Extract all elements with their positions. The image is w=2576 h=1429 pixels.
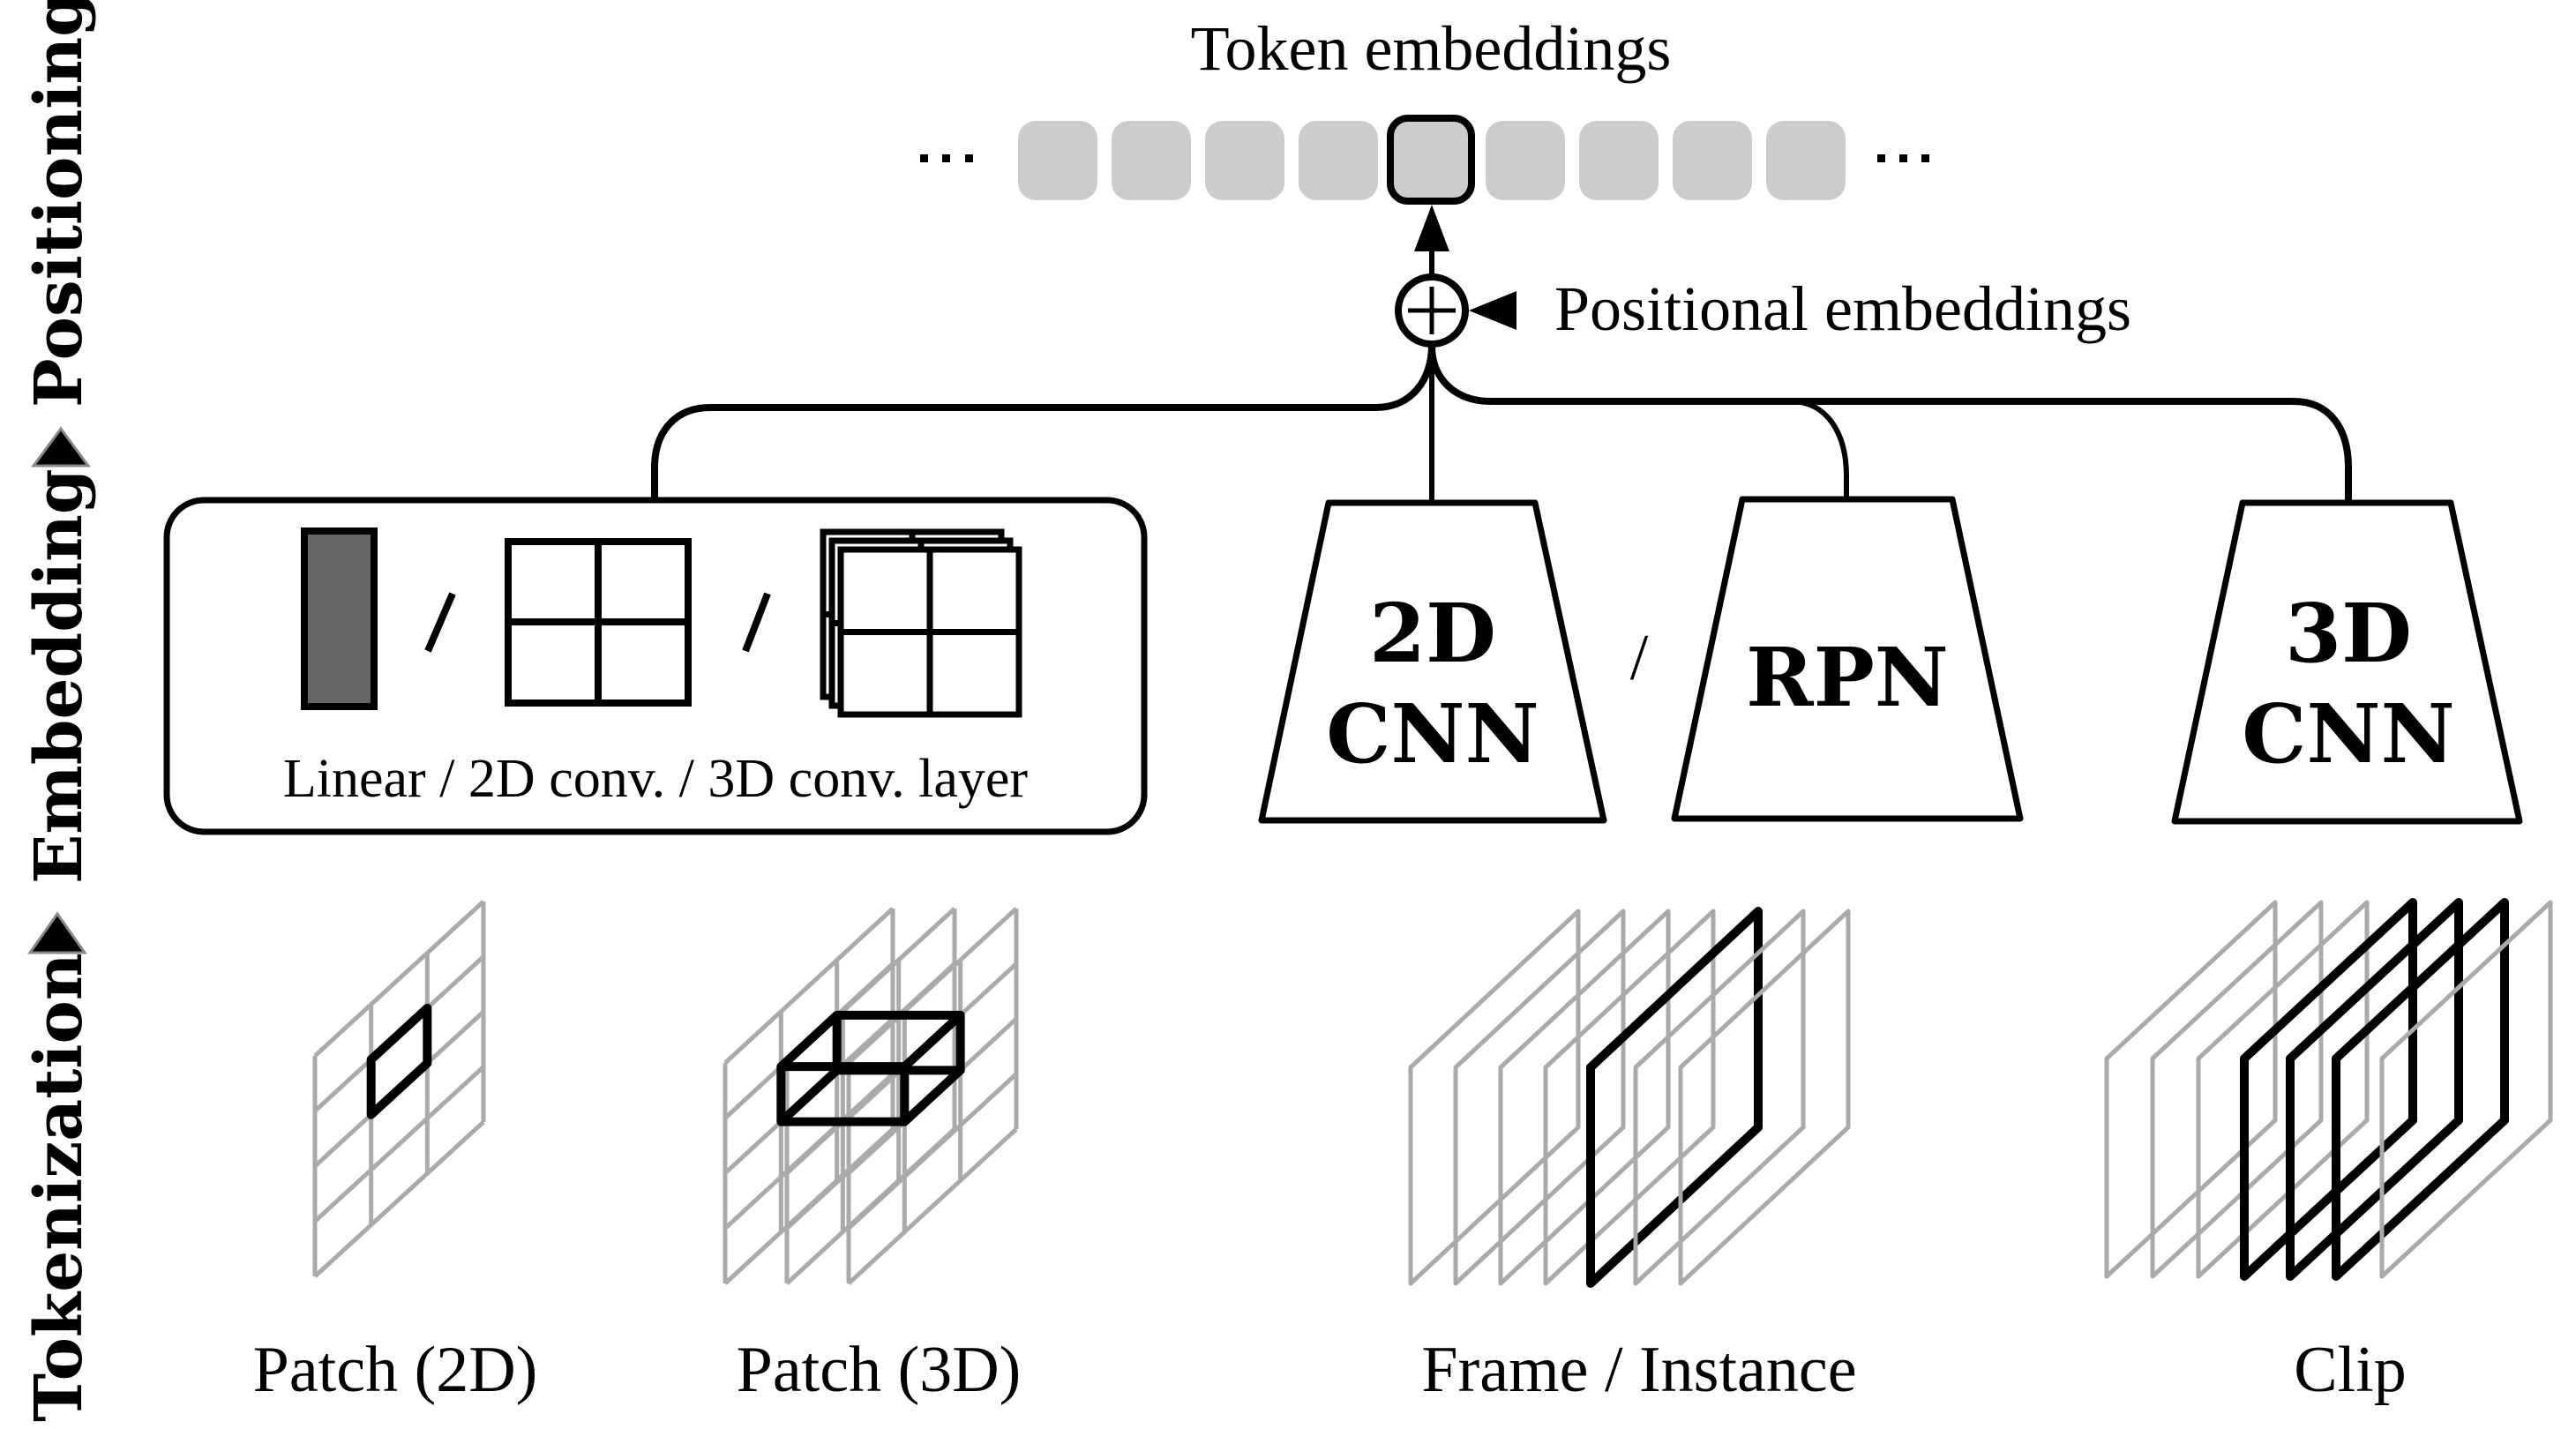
patch-2d-illustration — [312, 900, 486, 1278]
branch-connectors — [651, 342, 2352, 505]
stage-arrow-icon — [27, 911, 87, 954]
arrow-head-icon — [1414, 205, 1449, 251]
linear-layer-icon — [301, 527, 378, 710]
token — [1299, 121, 1378, 200]
ellipsis-left — [920, 154, 973, 162]
frame — [1543, 909, 1716, 1286]
positional-arrow-icon — [1469, 291, 1516, 330]
frame — [1453, 909, 1626, 1286]
conv-3d-layer — [837, 546, 1022, 718]
clip-frame — [2104, 900, 2278, 1279]
clip-frame — [2196, 900, 2370, 1279]
frame — [1633, 909, 1806, 1286]
token-embeddings-title: Token embeddings — [1191, 13, 1672, 84]
stage-label-tokenization: Tokenization — [21, 953, 97, 1422]
token — [1673, 121, 1752, 200]
stage-label-embedding: Embedding — [21, 468, 97, 884]
patch-3d-highlight — [776, 1010, 965, 1126]
frame-instance-illustration — [1408, 907, 1851, 1288]
clip-frame-highlighted — [2286, 898, 2463, 1281]
cnn-separator-slash: / — [1630, 622, 1649, 694]
label-frame-instance: Frame / Instance — [1421, 1334, 1856, 1406]
layer-box: Linear / 2D conv. / 3D conv. layer — [163, 497, 1148, 835]
stage-labels: Positioning Embedding Tokenization — [21, 0, 97, 1422]
label-patch-2d: Patch (2D) — [253, 1334, 538, 1406]
conv-2d-icon — [505, 538, 692, 707]
label-patch-3d: Patch (3D) — [737, 1334, 1022, 1406]
rpn-block: RPN — [1671, 496, 2024, 822]
cnn-3d-label-line1: 3D — [2285, 586, 2412, 681]
token-highlighted — [1387, 115, 1475, 205]
add-operator-icon — [1395, 273, 1469, 348]
token — [1579, 121, 1659, 200]
cnn-3d-block: 3D CNN — [2171, 499, 2523, 825]
grid-plane — [846, 907, 1019, 1285]
token-row — [1018, 115, 1846, 205]
clip-illustration — [2104, 898, 2553, 1281]
token — [1486, 121, 1565, 200]
frame — [1678, 909, 1851, 1286]
cnn-2d-block: 2D CNN — [1258, 499, 1607, 824]
clip-frame — [2150, 900, 2324, 1279]
stage-label-positioning: Positioning — [21, 0, 97, 408]
layer-box-label: Linear / 2D conv. / 3D conv. layer — [283, 749, 1029, 809]
conv-3d-icon — [820, 528, 1022, 718]
patch-3d-illustration — [723, 907, 1019, 1285]
ellipsis-right — [1877, 154, 1929, 162]
patch-highlight — [366, 1003, 432, 1119]
cnn-2d-label-line1: 2D — [1369, 586, 1496, 681]
separator-slash — [742, 592, 771, 653]
frame — [1408, 909, 1581, 1286]
stage-arrow-icon — [31, 426, 91, 468]
label-clip: Clip — [2294, 1334, 2406, 1406]
clip-frame-highlighted — [2240, 898, 2417, 1281]
frame — [1498, 909, 1671, 1286]
clip-frame-highlighted — [2332, 898, 2509, 1281]
positional-embeddings-label: Positional embeddings — [1554, 273, 2131, 344]
separator-slash — [424, 592, 456, 653]
cnn-2d-label-line2: CNN — [1326, 686, 1539, 782]
frame-highlighted — [1586, 907, 1763, 1288]
token — [1205, 121, 1284, 200]
token — [1112, 121, 1191, 200]
rpn-label: RPN — [1746, 630, 1949, 725]
token — [1018, 121, 1097, 200]
clip-frame — [2379, 900, 2553, 1279]
token — [1766, 121, 1846, 200]
cnn-3d-label-line2: CNN — [2242, 686, 2454, 782]
